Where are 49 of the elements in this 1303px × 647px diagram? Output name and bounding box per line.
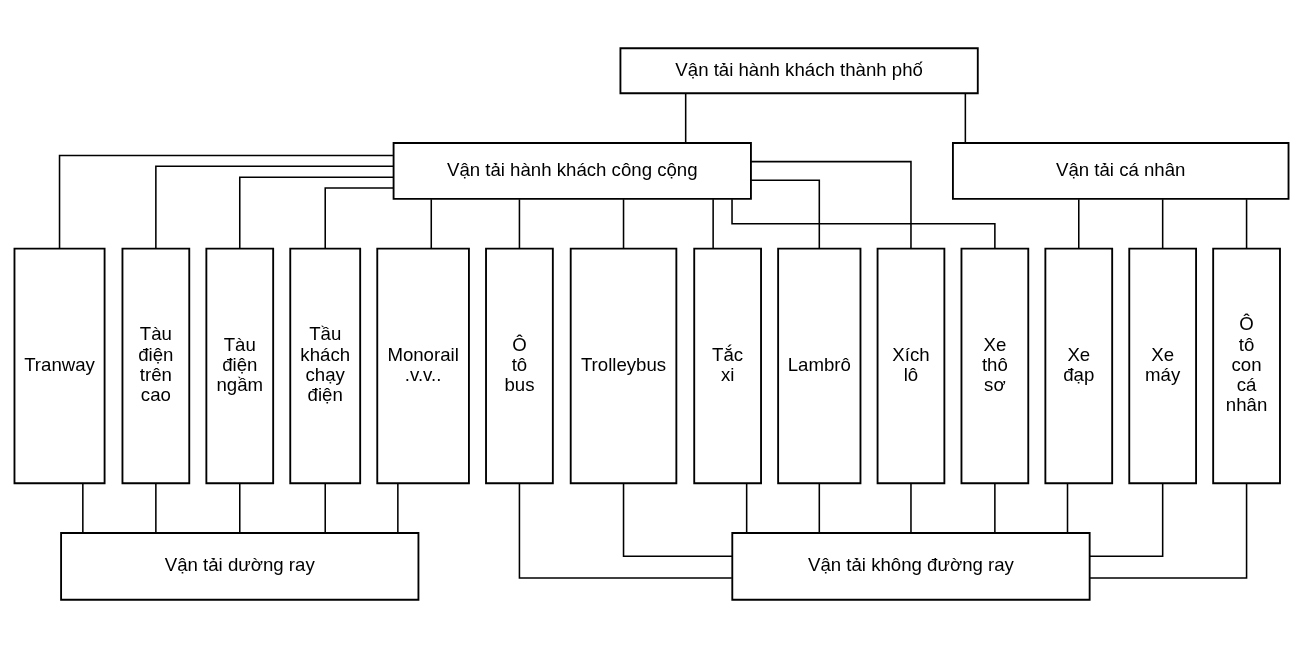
connector [622,198,625,249]
node-box: Vận tải hành khách công cộng [392,141,752,200]
connector [994,482,996,533]
connector [1245,198,1248,249]
connector [239,175,395,249]
connector [58,154,394,249]
connector [518,198,521,249]
connector [1089,482,1164,557]
node-box: Vận tải không đường ray [731,531,1091,601]
connector [397,482,399,533]
connector [712,198,714,249]
connector [155,482,157,533]
node-box: Ô tô bus [485,247,554,484]
connector [82,482,84,533]
connector [155,165,395,249]
connector [324,482,326,533]
node-box: Trolleybus [569,247,678,484]
node-box: Tàu điện trên cao [121,247,191,484]
node-box: Vận tải dường ray [60,531,420,601]
connector [750,160,912,249]
node-box: Xe đạp [1044,247,1114,484]
connector [964,92,967,143]
connector [1078,198,1080,249]
node-box: Tầu khách chạy điện [289,247,362,484]
connector [324,186,395,249]
connector [684,92,687,143]
node-box: Xích lô [876,247,946,484]
node-box: Xe thô sơ [960,247,1030,484]
node-box: Ô tô con cá nhân [1212,247,1281,484]
node-box: Tranway [13,247,106,484]
connector [1066,482,1069,533]
connector [239,482,241,533]
connector [1089,482,1248,579]
node-box: Vận tải hành khách thành phố [619,46,979,94]
node-box: Vận tải cá nhân [952,141,1290,200]
node-box: Monorail .v.v.. [376,247,470,484]
connector [818,482,821,533]
connector [622,482,733,557]
connector [910,482,912,533]
connector [518,482,733,579]
node-box: Xe máy [1128,247,1197,484]
node-box: Tàu điện ngầm [205,247,275,484]
connector [430,198,433,249]
node-box: Tắc xi [693,247,762,484]
connector [731,197,996,249]
node-box: Lambrô [777,247,862,484]
connector [745,482,748,533]
connector [1161,198,1164,249]
connector [750,179,821,249]
